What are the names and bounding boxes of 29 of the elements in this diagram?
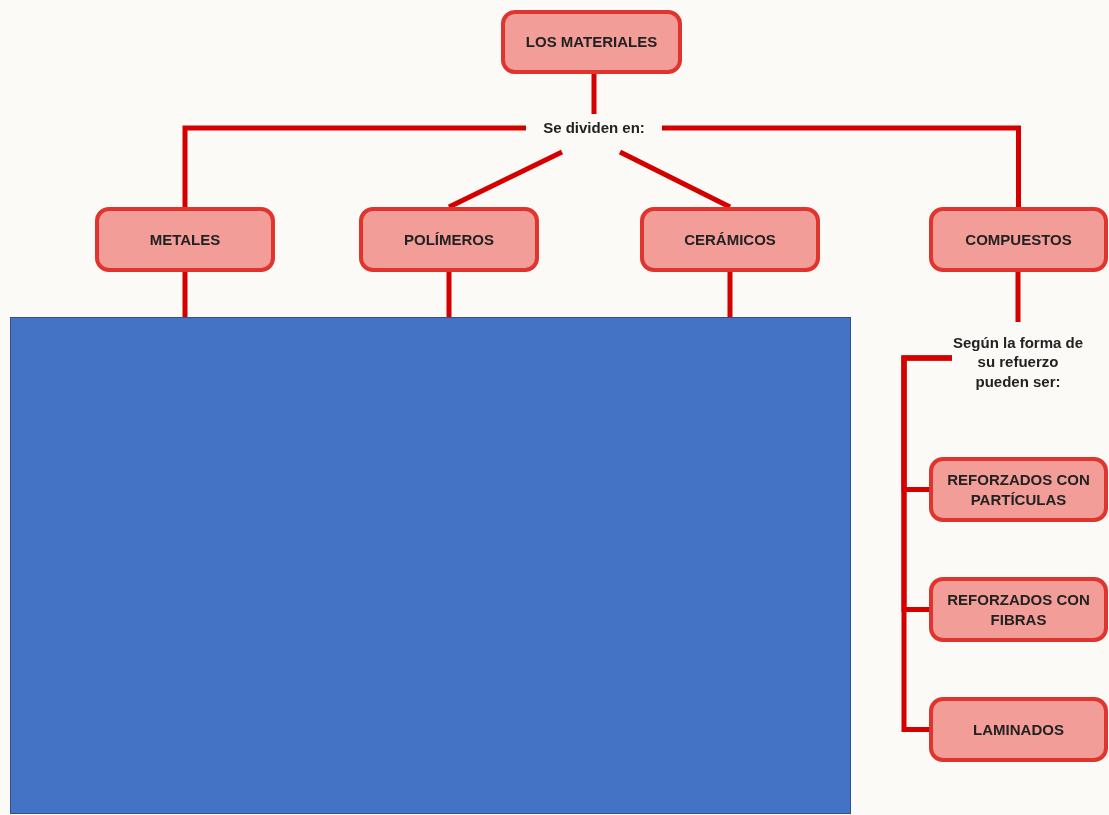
concept-box xyxy=(501,10,682,74)
concept-label: REFORZADOS CON FIBRAS xyxy=(946,590,1091,629)
linking-phrase: Según la forma de su refuerzo pueden ser: xyxy=(952,332,1084,392)
concept-box xyxy=(929,577,1108,642)
concept-label: REFORZADOS CON PARTÍCULAS xyxy=(946,470,1091,509)
connector-line xyxy=(727,272,733,317)
connector-line xyxy=(662,125,1021,207)
connector-line xyxy=(446,272,452,317)
connector-line xyxy=(901,355,952,732)
connector-line xyxy=(447,149,564,210)
blank-panel xyxy=(10,317,851,814)
concept-label: LAMINADOS xyxy=(973,719,1064,740)
connector-line xyxy=(1015,272,1021,322)
concept-label: POLÍMEROS xyxy=(404,229,494,250)
concept-label: CERÁMICOS xyxy=(684,229,776,250)
concept-label: METALES xyxy=(149,229,221,250)
connector-line xyxy=(182,125,526,207)
connector-line xyxy=(618,149,732,210)
concept-box xyxy=(359,207,539,272)
concept-box xyxy=(95,207,275,272)
concept-box xyxy=(929,207,1108,272)
linking-phrase: Se dividen en: xyxy=(543,118,645,138)
connector-line xyxy=(591,74,597,114)
concept-label: LOS MATERIALES xyxy=(525,32,658,52)
connector-line xyxy=(182,272,188,317)
concept-label: COMPUESTOS xyxy=(965,229,1072,250)
concept-box xyxy=(929,457,1108,522)
concept-box xyxy=(929,697,1108,762)
concept-box xyxy=(640,207,820,272)
